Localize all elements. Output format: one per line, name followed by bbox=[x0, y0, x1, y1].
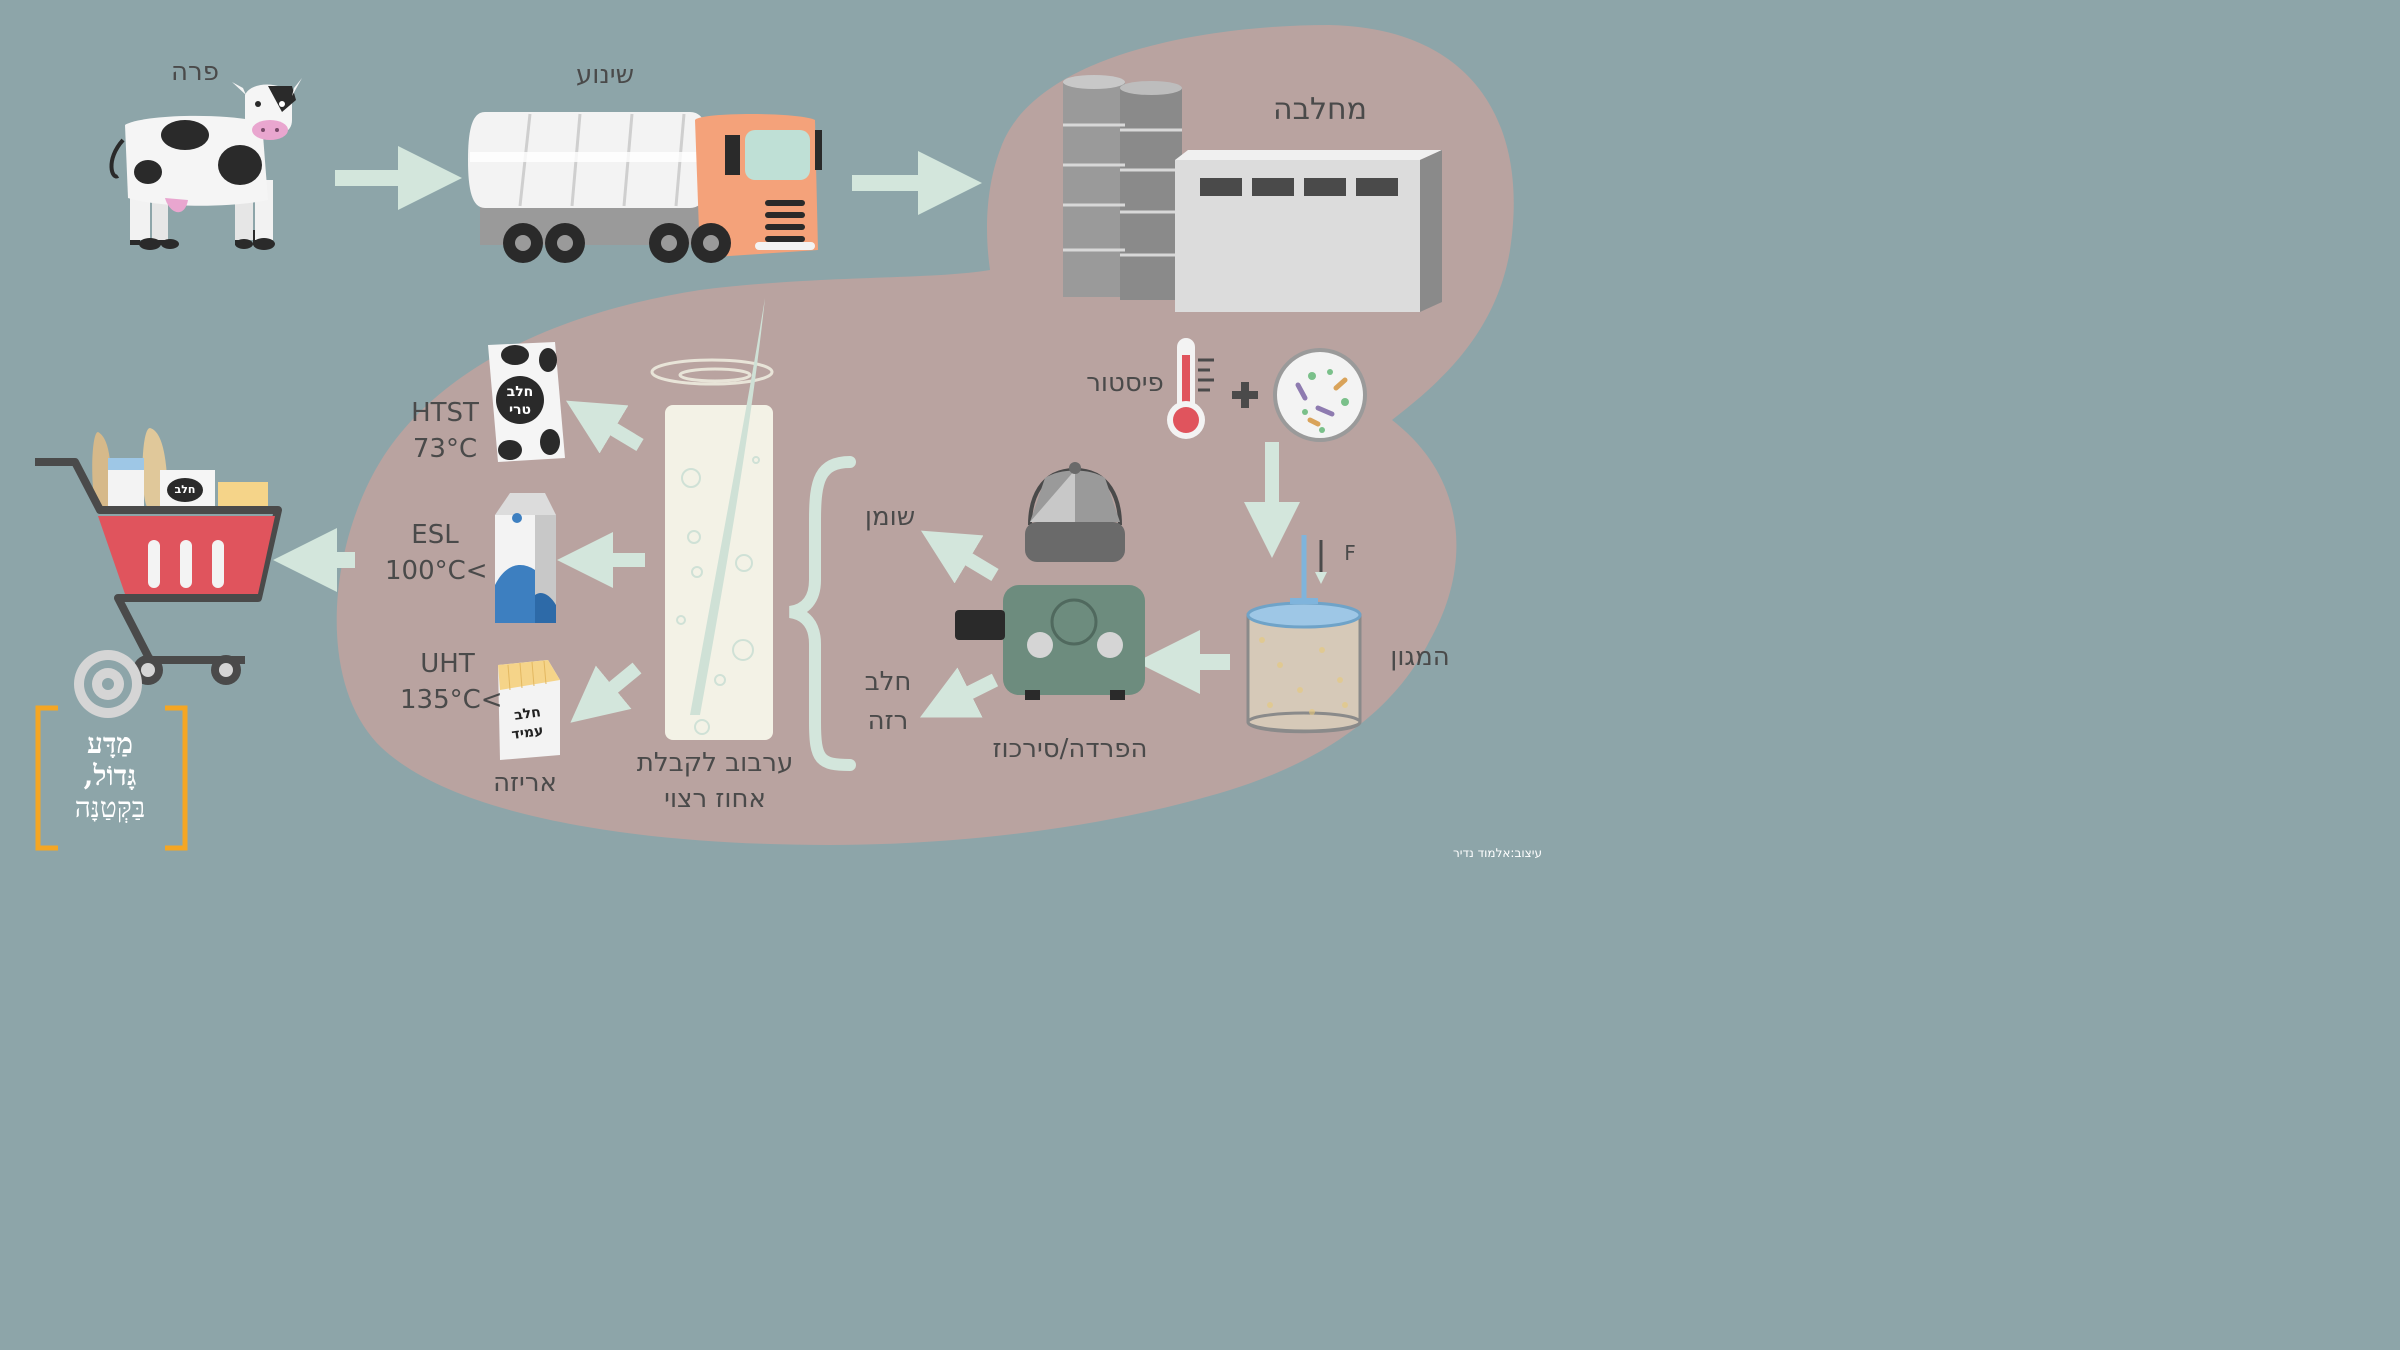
gear-emblem-icon bbox=[74, 650, 142, 718]
label-cow: פרה bbox=[171, 57, 219, 87]
arrow-to-htst bbox=[565, 400, 644, 454]
fresh-milk-bag-icon bbox=[488, 342, 565, 462]
process-htst-temp: 73°C bbox=[412, 434, 478, 464]
plus-icon bbox=[1232, 382, 1258, 408]
brand-line-3: בַּקְּטַנָּה bbox=[74, 791, 146, 824]
diagram-artwork bbox=[35, 25, 1514, 851]
centrifuge-separator-icon bbox=[955, 462, 1145, 700]
label-skim-line1: חלב bbox=[864, 667, 912, 697]
uht-carton-icon bbox=[498, 660, 560, 760]
process-esl-name: ESL bbox=[411, 520, 459, 550]
cow-icon bbox=[109, 78, 302, 250]
esl-carton-icon bbox=[495, 493, 556, 623]
label-homogenizer: המגון bbox=[1390, 642, 1450, 672]
fresh-milk-text-line2: טרי bbox=[508, 402, 532, 418]
homogenizer-tank-icon bbox=[1246, 535, 1362, 734]
shopping-cart-icon bbox=[35, 428, 282, 685]
arrow-to-uht bbox=[570, 662, 642, 723]
cart-pack-text: חלב bbox=[174, 483, 196, 496]
brand-line-1: מַדָּע bbox=[87, 727, 133, 760]
combine-brace bbox=[788, 456, 856, 771]
label-fat: שומן bbox=[864, 502, 916, 532]
brand-line-2: גָּדוֹל, bbox=[83, 759, 137, 792]
arrow-to-fat bbox=[920, 530, 999, 584]
dairy-factory-icon bbox=[1063, 75, 1442, 312]
process-uht-name: UHT bbox=[420, 649, 475, 679]
thermometer-icon bbox=[1167, 338, 1214, 439]
milk-glass-icon bbox=[650, 298, 774, 740]
bacteria-dish-icon bbox=[1273, 348, 1367, 442]
label-mixing-line2: אחוז רצוי bbox=[664, 784, 766, 814]
milk-process-diagram: פרה שינוע מחלבה פיסטור המגון F הפרדה/סיר… bbox=[0, 0, 1568, 882]
label-transport: שינוע bbox=[575, 60, 634, 90]
label-packaging: אריזה bbox=[493, 768, 557, 798]
process-htst-name: HTST bbox=[411, 398, 479, 428]
design-credit: עיצוב:אלמוד נדיר bbox=[1452, 846, 1542, 860]
process-uht-temp: 135°C< bbox=[400, 685, 503, 715]
arrow-to-skim bbox=[919, 667, 999, 718]
label-force: F bbox=[1344, 541, 1356, 565]
label-pasteurization: פיסטור bbox=[1086, 368, 1164, 398]
brand-logo bbox=[35, 650, 188, 851]
fresh-milk-text-line1: חלב bbox=[506, 384, 534, 400]
milk-truck-icon bbox=[468, 112, 822, 263]
label-separation: הפרדה/סירכוז bbox=[992, 734, 1148, 764]
label-dairy: מחלבה bbox=[1273, 92, 1367, 127]
process-esl-temp: 100°C< bbox=[385, 556, 488, 586]
label-skim-line2: רזה bbox=[867, 706, 909, 736]
label-mixing-line1: ערבוב לקבלת bbox=[636, 748, 794, 778]
